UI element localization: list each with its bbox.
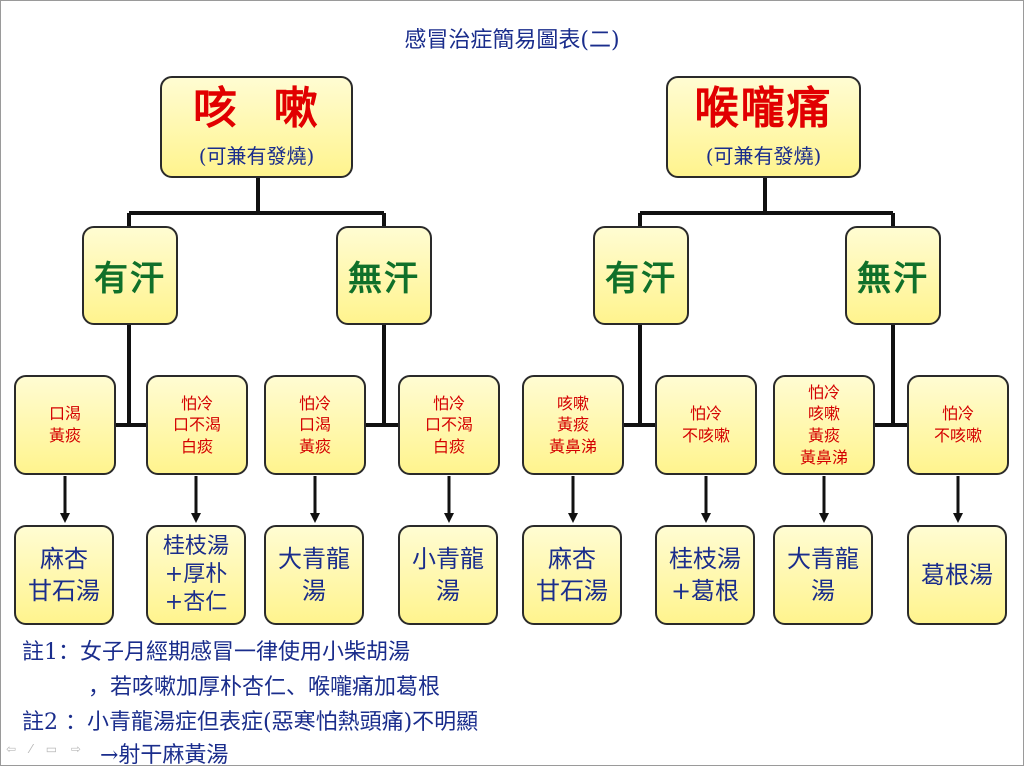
symptom-line: 白痰 (432, 436, 465, 456)
remedy-node-right-2: 桂枝湯 +葛根 (655, 525, 755, 625)
sweat-label: 無汗 (857, 259, 929, 299)
remedy-line: 甘石湯 (28, 577, 100, 605)
remedy-line: 甘石湯 (536, 577, 608, 605)
remedy-node-left-1: 麻杏 甘石湯 (14, 525, 114, 625)
root-label: 咳 嗽 (193, 83, 320, 135)
symptom-node-left-3: 怕冷 口渴 黃痰 (264, 375, 366, 475)
root-node-cough: 咳 嗽 (可兼有發燒) (160, 76, 353, 178)
symptom-line: 黃痰 (807, 426, 840, 445)
symptom-line: 怕冷 (807, 382, 840, 402)
remedy-line: +杏仁 (164, 590, 228, 616)
root-sublabel: (可兼有發燒) (705, 143, 822, 168)
node-left-sweat-no: 無汗 (336, 226, 432, 325)
symptom-line: 咳嗽 (556, 393, 589, 413)
root-sublabel: (可兼有發燒) (198, 143, 315, 168)
symptom-line: 怕冷 (941, 404, 974, 424)
symptom-line: 怕冷 (689, 404, 722, 424)
node-right-sweat-no: 無汗 (845, 226, 941, 325)
symptom-line: 怕冷 (298, 393, 331, 413)
slide-nav-icons[interactable]: ⇦ ⁄ ▭ ⇨ (6, 742, 86, 756)
chart-title: 感冒治症簡易圖表(二) (404, 28, 620, 53)
remedy-line: 湯 (811, 577, 835, 605)
symptom-node-left-4: 怕冷 口不渴 白痰 (398, 375, 500, 475)
symptom-line: 不咳嗽 (681, 426, 730, 445)
sweat-label: 無汗 (348, 259, 420, 299)
symptom-line: 口不渴 (424, 415, 473, 435)
symptom-node-left-2: 怕冷 口不渴 白痰 (146, 375, 248, 475)
symptom-line: 黃痰 (298, 436, 331, 456)
remedy-line: 大青龍 (278, 544, 350, 573)
remedy-line: 小青龍 (412, 544, 484, 573)
remedy-node-right-3: 大青龍 湯 (773, 525, 873, 625)
symptom-line: 不咳嗽 (933, 426, 982, 445)
note-2-line-2: →射干麻黃湯 (100, 743, 229, 768)
note-1-line-1: 註1：女子月經期感冒一律使用小柴胡湯 (22, 640, 410, 665)
node-right-sweat-yes: 有汗 (593, 226, 689, 325)
remedy-line: +厚朴 (164, 561, 228, 587)
symptom-line: 黃鼻涕 (548, 436, 597, 456)
symptom-line: 口渴 (48, 404, 81, 424)
symptom-line: 白痰 (180, 436, 213, 456)
symptom-node-left-1: 口渴 黃痰 (14, 375, 116, 475)
symptom-line: 口不渴 (172, 415, 221, 435)
remedy-node-left-4: 小青龍 湯 (398, 525, 498, 625)
symptom-node-right-2: 怕冷 不咳嗽 (655, 375, 757, 475)
symptom-node-right-1: 咳嗽 黃痰 黃鼻涕 (522, 375, 624, 475)
remedy-node-right-1: 麻杏 甘石湯 (522, 525, 622, 625)
symptom-line: 怕冷 (180, 393, 213, 413)
remedy-node-left-2: 桂枝湯 +厚朴 +杏仁 (146, 525, 246, 625)
remedy-node-right-4: 葛根湯 (907, 525, 1007, 625)
note-2-line-1: 註2 ：小青龍湯症但表症(惡寒怕熱頭痛)不明顯 (22, 710, 479, 735)
node-left-sweat-yes: 有汗 (82, 226, 178, 325)
note-1-line-2: ，若咳嗽加厚朴杏仁、喉嚨痛加葛根 (88, 675, 441, 700)
remedy-line: 桂枝湯 (669, 544, 741, 573)
remedy-line: 麻杏 (548, 544, 596, 573)
symptom-line: 怕冷 (432, 393, 465, 413)
symptom-line: 黃鼻涕 (799, 447, 848, 467)
symptom-node-right-3: 怕冷 咳嗽 黃痰 黃鼻涕 (773, 375, 875, 475)
remedy-line: 湯 (436, 577, 460, 605)
symptom-line: 咳嗽 (807, 404, 840, 424)
root-node-sore-throat: 喉嚨痛 (可兼有發燒) (666, 76, 861, 178)
remedy-node-left-3: 大青龍 湯 (264, 525, 364, 625)
remedy-line: +葛根 (670, 577, 740, 605)
root-label: 喉嚨痛 (694, 83, 833, 135)
remedy-line: 桂枝湯 (162, 533, 229, 559)
sweat-label: 有汗 (605, 259, 677, 299)
symptom-line: 口渴 (298, 415, 331, 435)
symptom-line: 黃痰 (48, 426, 81, 445)
remedy-line: 湯 (302, 577, 326, 605)
remedy-line: 葛根湯 (921, 560, 993, 589)
symptom-line: 黃痰 (556, 415, 589, 435)
remedy-line: 大青龍 (787, 544, 859, 573)
sweat-label: 有汗 (94, 259, 166, 299)
remedy-line: 麻杏 (40, 544, 88, 573)
symptom-node-right-4: 怕冷 不咳嗽 (907, 375, 1009, 475)
